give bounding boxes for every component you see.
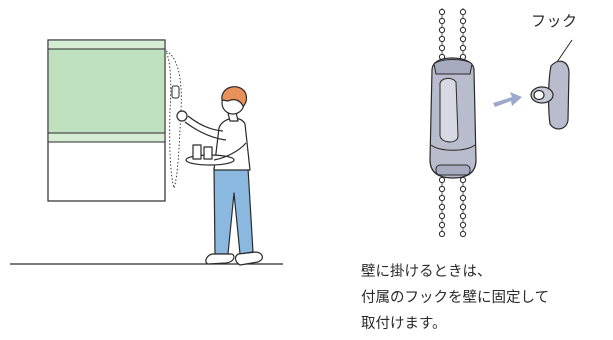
- caption-line-3: 取付けます。: [361, 316, 447, 332]
- right-chain: [459, 8, 467, 238]
- caption-text: 壁に掛けるときは、 付属のフックを壁に固定して 取付けます。: [361, 259, 549, 337]
- hook-icon: [530, 39, 573, 130]
- chain-holder-icon: [429, 8, 477, 238]
- hook-label: フック: [531, 12, 578, 30]
- caption-line-1: 壁に掛けるときは、: [361, 264, 492, 280]
- arrow-icon: [493, 92, 522, 107]
- window-shade-illustration: [10, 39, 283, 265]
- person-icon: [176, 86, 263, 266]
- caption-line-2: 付属のフックを壁に固定して: [361, 290, 550, 306]
